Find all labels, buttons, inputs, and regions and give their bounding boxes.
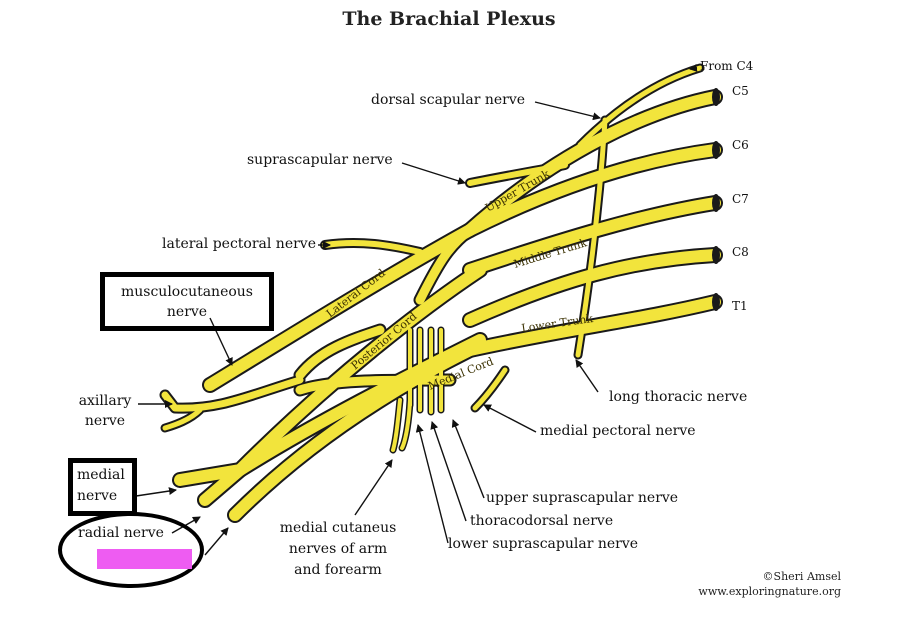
label-medial-2: nerve xyxy=(77,488,118,504)
label-medial-cutaneous-2: nerves of arm xyxy=(288,541,388,557)
label-lateral-pectoral: lateral pectoral nerve xyxy=(162,236,316,252)
label-musculocutaneous-1: musculocutaneous xyxy=(120,284,253,300)
root-label-from-c4: From C4 xyxy=(700,59,754,73)
label-axillary-2: nerve xyxy=(84,413,126,429)
label-axillary-1: axillary xyxy=(78,393,132,409)
arrow-from-c4 xyxy=(689,64,698,72)
arrow-dorsal-scapular xyxy=(534,101,601,121)
radial-nerve-highlight-oval xyxy=(58,512,204,588)
lateral-cord-label: Lateral Cord xyxy=(324,266,388,320)
root-label-c7: C7 xyxy=(732,192,749,206)
musculocutaneous-highlight-box xyxy=(100,272,274,331)
credit-author: ©Sheri Amsel xyxy=(762,570,841,583)
arrow-long-thoracic xyxy=(575,359,599,393)
answer-redaction-mark xyxy=(97,549,192,569)
arrow-lower-suprascapular xyxy=(415,424,449,544)
root-stumps xyxy=(712,88,720,311)
root-label-c6: C6 xyxy=(732,138,749,152)
label-thoracodorsal: thoracodorsal nerve xyxy=(470,513,614,529)
label-musculocutaneous-2: nerve xyxy=(166,304,208,320)
root-label-c8: C8 xyxy=(732,245,749,259)
label-medial-1: medial xyxy=(77,467,125,483)
arrow-medial-cutaneous xyxy=(354,459,393,516)
arrow-radial-lower xyxy=(204,527,229,556)
arrow-musculocutaneous xyxy=(209,317,233,366)
arrow-medial-pectoral xyxy=(483,404,537,433)
arrow-thoracodorsal xyxy=(430,421,467,522)
label-medial-cutaneous-1: medial cutaneus xyxy=(279,520,397,536)
root-label-t1: T1 xyxy=(732,299,748,313)
credit-website: www.exploringnature.org xyxy=(698,585,841,598)
label-suprascapular: suprascapular nerve xyxy=(247,152,393,168)
root-label-c5: C5 xyxy=(732,84,749,98)
label-long-thoracic: long thoracic nerve xyxy=(609,389,748,405)
label-lower-suprascapular: lower suprascapular nerve xyxy=(448,536,639,552)
label-medial-pectoral: medial pectoral nerve xyxy=(540,423,696,439)
annotation-arrows xyxy=(135,64,698,556)
medial-nerve-highlight-box xyxy=(68,458,137,516)
arrow-medial-nerve xyxy=(135,487,177,497)
label-medial-cutaneous-3: and forearm xyxy=(294,562,382,578)
nerve-fills xyxy=(161,65,721,521)
arrow-upper-suprascapular xyxy=(451,419,485,499)
label-dorsal-scapular: dorsal scapular nerve xyxy=(371,92,526,108)
arrow-suprascapular xyxy=(401,162,466,185)
diagram-title: The Brachial Plexus xyxy=(342,8,556,30)
label-upper-suprascapular: upper suprascapular nerve xyxy=(486,490,679,506)
